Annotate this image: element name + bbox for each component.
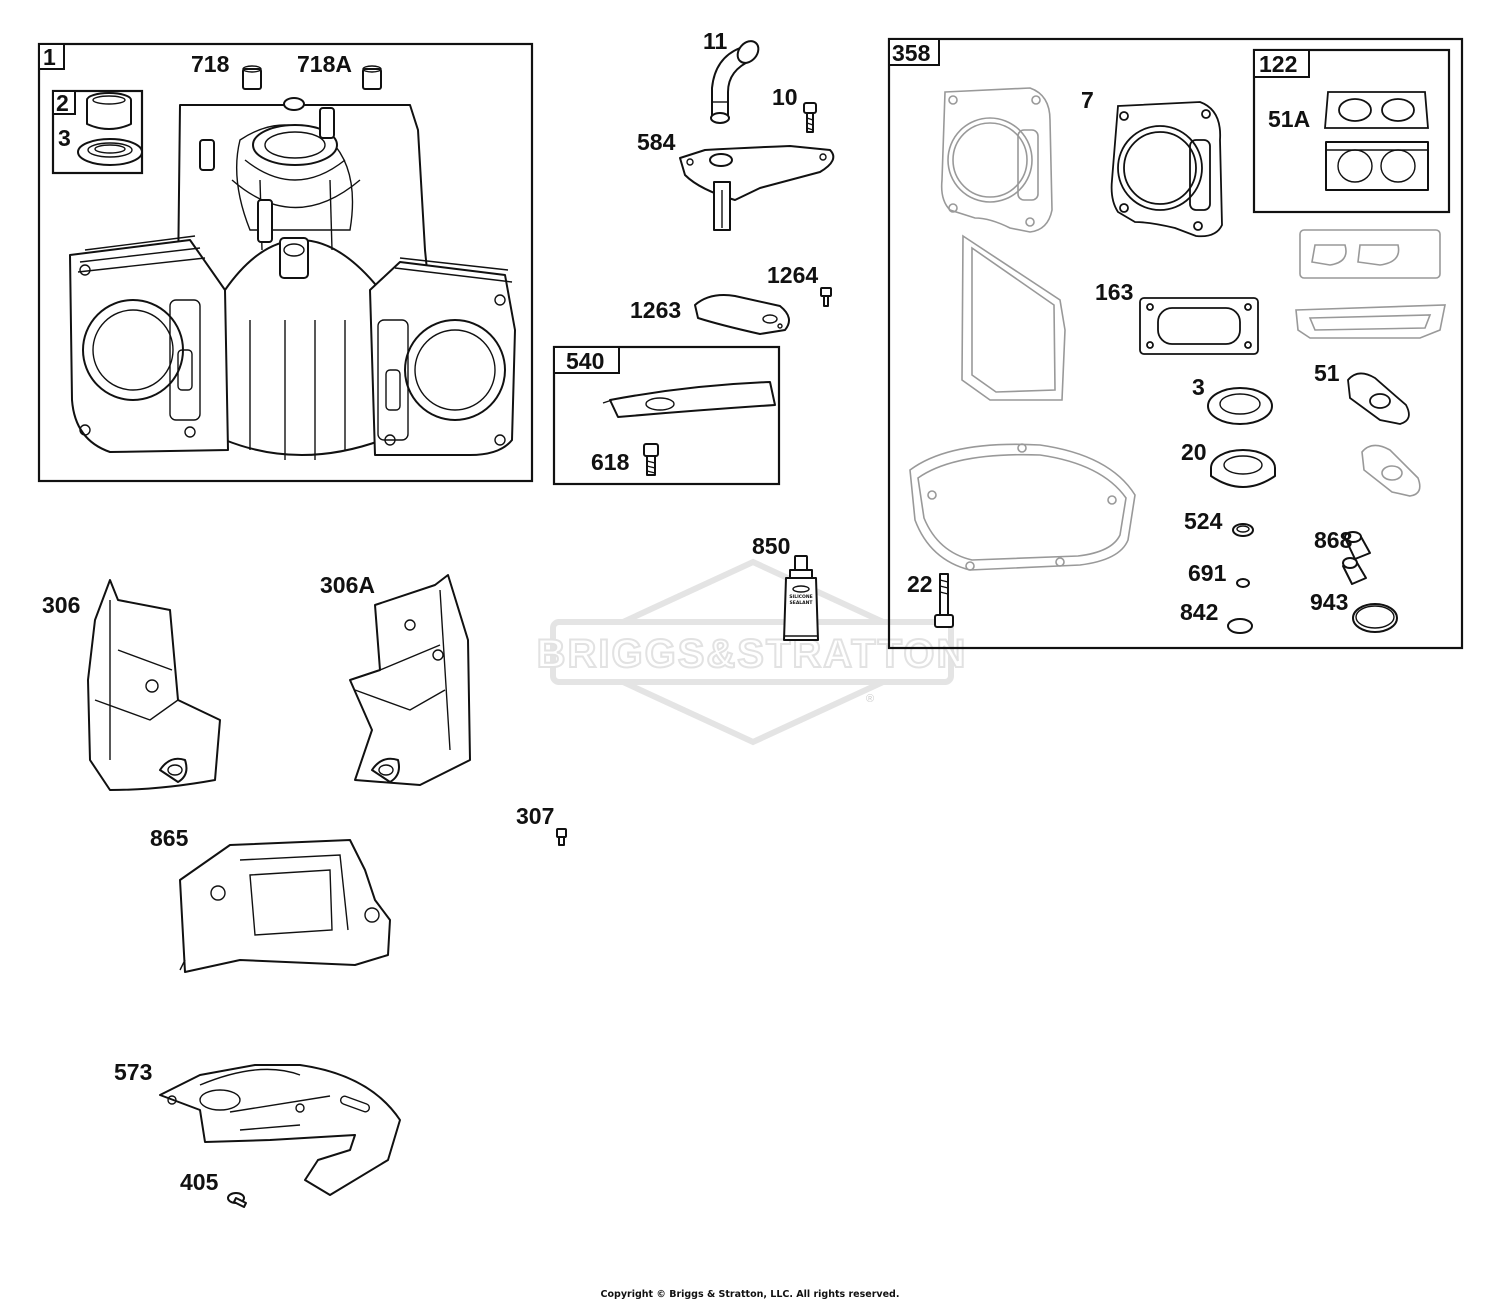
label-691: 691 bbox=[1188, 560, 1227, 586]
seal-20-part[interactable] bbox=[1210, 449, 1276, 488]
head-gasket-gray-part[interactable] bbox=[940, 87, 1053, 233]
cylinder-shroud-306A-part[interactable] bbox=[349, 574, 471, 786]
gasket-163-part[interactable] bbox=[1139, 297, 1259, 355]
watermark-logo: BRIGGS&STRATTON ® bbox=[536, 558, 968, 746]
breather-tube-part[interactable] bbox=[710, 37, 763, 124]
kit-box-540: 540 bbox=[552, 345, 781, 486]
screw-307-part[interactable] bbox=[556, 828, 567, 846]
kit-label-358: 358 bbox=[892, 40, 931, 66]
label-163: 163 bbox=[1095, 279, 1133, 305]
intake-gasket-gray-part[interactable] bbox=[1295, 229, 1446, 339]
head-gasket-7-part[interactable] bbox=[1110, 101, 1223, 238]
dowel-718A-part[interactable] bbox=[362, 65, 382, 90]
plug-868-part[interactable] bbox=[1342, 531, 1371, 585]
screw-405-part[interactable] bbox=[227, 1192, 247, 1208]
kit-box-358: 358 122 bbox=[887, 37, 1464, 650]
label-1264: 1264 bbox=[767, 262, 818, 288]
breather-plate-part[interactable] bbox=[679, 145, 835, 231]
kit-label-2: 2 bbox=[56, 90, 69, 116]
label-306A: 306A bbox=[320, 572, 375, 598]
intake-gasket-51A-part[interactable] bbox=[1324, 91, 1429, 191]
air-guide-plate-part[interactable] bbox=[602, 381, 776, 418]
cylinder-block-part[interactable] bbox=[69, 97, 516, 460]
washer-691-part[interactable] bbox=[1236, 578, 1250, 588]
label-307: 307 bbox=[516, 803, 554, 829]
gasket-51-gray-part[interactable] bbox=[1361, 444, 1421, 497]
label-943: 943 bbox=[1310, 589, 1348, 615]
label-7: 7 bbox=[1081, 87, 1094, 113]
label-3-seal: 3 bbox=[58, 125, 71, 151]
label-51: 51 bbox=[1314, 360, 1340, 386]
oil-seal-358-part[interactable] bbox=[1207, 387, 1273, 425]
dowel-718-part[interactable] bbox=[242, 65, 262, 90]
label-718: 718 bbox=[191, 51, 230, 77]
label-1263: 1263 bbox=[630, 297, 681, 323]
cylinder-shroud-306-part[interactable] bbox=[87, 579, 221, 791]
oil-seal-part[interactable] bbox=[77, 138, 143, 166]
blower-housing-573-part[interactable] bbox=[159, 1064, 401, 1196]
label-51A: 51A bbox=[1268, 106, 1310, 132]
oring-842-part[interactable] bbox=[1227, 618, 1253, 634]
label-405: 405 bbox=[180, 1169, 219, 1195]
sealant-line2: SEALANT bbox=[790, 600, 814, 606]
bushing-part[interactable] bbox=[86, 92, 132, 130]
label-22: 22 bbox=[907, 571, 933, 597]
plate-1263-part[interactable] bbox=[694, 294, 790, 335]
gasket-51-part[interactable] bbox=[1347, 372, 1410, 425]
copyright-notice: Copyright © Briggs & Stratton, LLC. All … bbox=[601, 1289, 900, 1300]
label-524: 524 bbox=[1184, 508, 1223, 534]
kit-label-122: 122 bbox=[1259, 51, 1297, 77]
shroud-865-part[interactable] bbox=[179, 839, 391, 973]
label-3-kit358: 3 bbox=[1192, 374, 1205, 400]
sealant-tube-part[interactable]: SILICONE SEALANT bbox=[783, 555, 819, 641]
label-868: 868 bbox=[1314, 527, 1353, 553]
label-618: 618 bbox=[591, 449, 630, 475]
kit-box-1: 1 2 bbox=[37, 42, 534, 483]
label-584: 584 bbox=[637, 129, 676, 155]
label-10: 10 bbox=[772, 84, 798, 110]
label-306: 306 bbox=[42, 592, 80, 618]
valve-cover-gasket-gray-part[interactable] bbox=[961, 234, 1066, 401]
watermark-text: BRIGGS&STRATTON bbox=[537, 632, 968, 676]
label-11: 11 bbox=[703, 28, 728, 54]
oring-943-part[interactable] bbox=[1352, 603, 1398, 633]
label-842: 842 bbox=[1180, 599, 1218, 625]
kit-label-540: 540 bbox=[566, 348, 604, 374]
kit-label-1: 1 bbox=[43, 44, 56, 70]
sealant-line1: SILICONE bbox=[789, 594, 812, 600]
label-850: 850 bbox=[752, 533, 790, 559]
label-573: 573 bbox=[114, 1059, 152, 1085]
sump-gasket-gray-part[interactable] bbox=[909, 443, 1136, 571]
screw-10-part[interactable] bbox=[803, 102, 817, 133]
screw-618-part[interactable] bbox=[643, 443, 659, 476]
watermark-registered-mark: ® bbox=[866, 693, 874, 705]
screw-1264-part[interactable] bbox=[820, 287, 832, 307]
bolt-22-part[interactable] bbox=[934, 573, 954, 628]
label-865: 865 bbox=[150, 825, 189, 851]
oring-524-part[interactable] bbox=[1232, 523, 1254, 537]
label-20: 20 bbox=[1181, 439, 1207, 465]
label-718A: 718A bbox=[297, 51, 352, 77]
